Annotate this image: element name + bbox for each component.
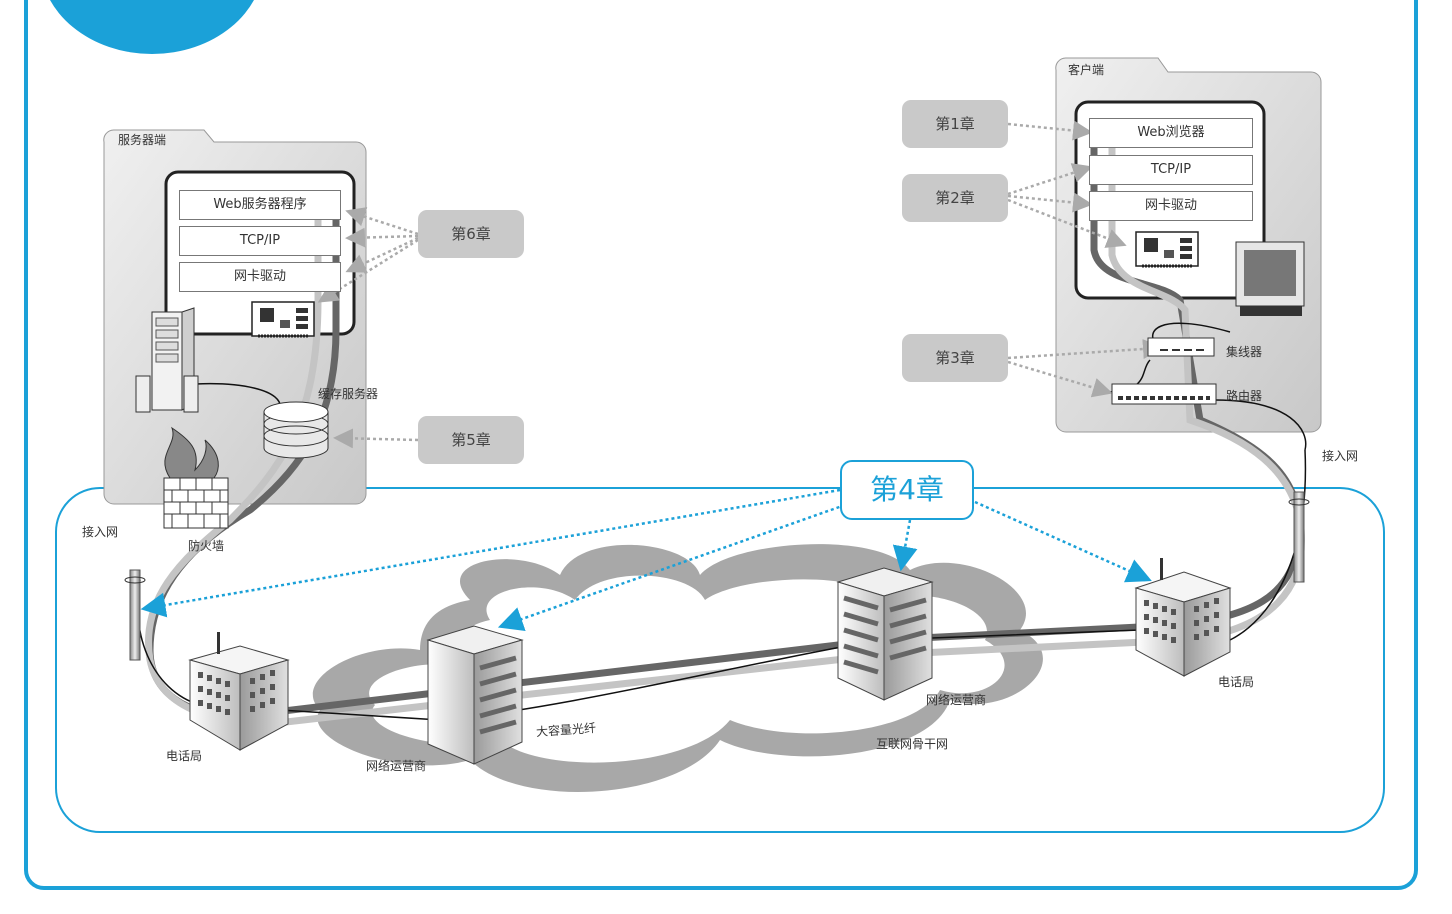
chapter-3-box: 第3章 [902,334,1008,382]
firewall-icon [163,426,229,529]
nic-card-icon [251,301,315,338]
server-panel-title: 服务器端 [118,133,167,147]
isp-right-label: 网络运营商 [926,693,987,707]
server-tower-icon [135,307,199,413]
building-icon [426,625,524,765]
monitor-icon [1235,241,1305,316]
firewall-label: 防火墙 [188,539,225,553]
client-layer-nic-driver: 网卡驱动 [1089,191,1253,221]
phone-office-right-label: 电话局 [1218,675,1255,689]
building-icon [1134,558,1232,677]
chapter-1-box: 第1章 [902,100,1008,148]
router-label: 路由器 [1226,389,1263,403]
chapter4-arrows [140,488,1152,631]
access-network-left-label: 接入网 [82,525,119,539]
isp-left-label: 网络运营商 [366,759,427,773]
nic-card-icon [1135,231,1199,268]
utility-pole-icon [1288,491,1310,583]
cloud-icon [312,544,1043,793]
backbone-label: 互联网骨干网 [876,737,949,751]
client-layer-browser: Web浏览器 [1089,118,1253,148]
hub-label: 集线器 [1226,345,1263,359]
server-layer-web-server: Web服务器程序 [179,190,341,220]
client-layer-tcpip: TCP/IP [1089,155,1253,185]
building-icon [836,567,934,701]
chapter-4-box: 第4章 [840,460,974,520]
access-network-right-label: 接入网 [1322,449,1359,463]
hub-icon [1147,337,1215,357]
corner-decoration [50,0,254,54]
server-layer-tcpip: TCP/IP [179,226,341,256]
chapter-6-box: 第6章 [418,210,524,258]
network-region [55,487,1385,833]
chapter-arrows [317,120,1163,449]
database-icon [263,401,329,459]
router-icon [1111,383,1217,405]
chapter-2-box: 第2章 [902,174,1008,222]
outer-frame [24,0,1418,890]
utility-pole-icon [124,569,146,661]
cache-server-label: 缓存服务器 [318,387,379,401]
client-panel-title: 客户端 [1068,63,1105,77]
server-layer-nic-driver: 网卡驱动 [179,262,341,292]
chapter-5-box: 第5章 [418,416,524,464]
building-icon [188,632,290,751]
phone-office-left-label: 电话局 [166,749,203,763]
